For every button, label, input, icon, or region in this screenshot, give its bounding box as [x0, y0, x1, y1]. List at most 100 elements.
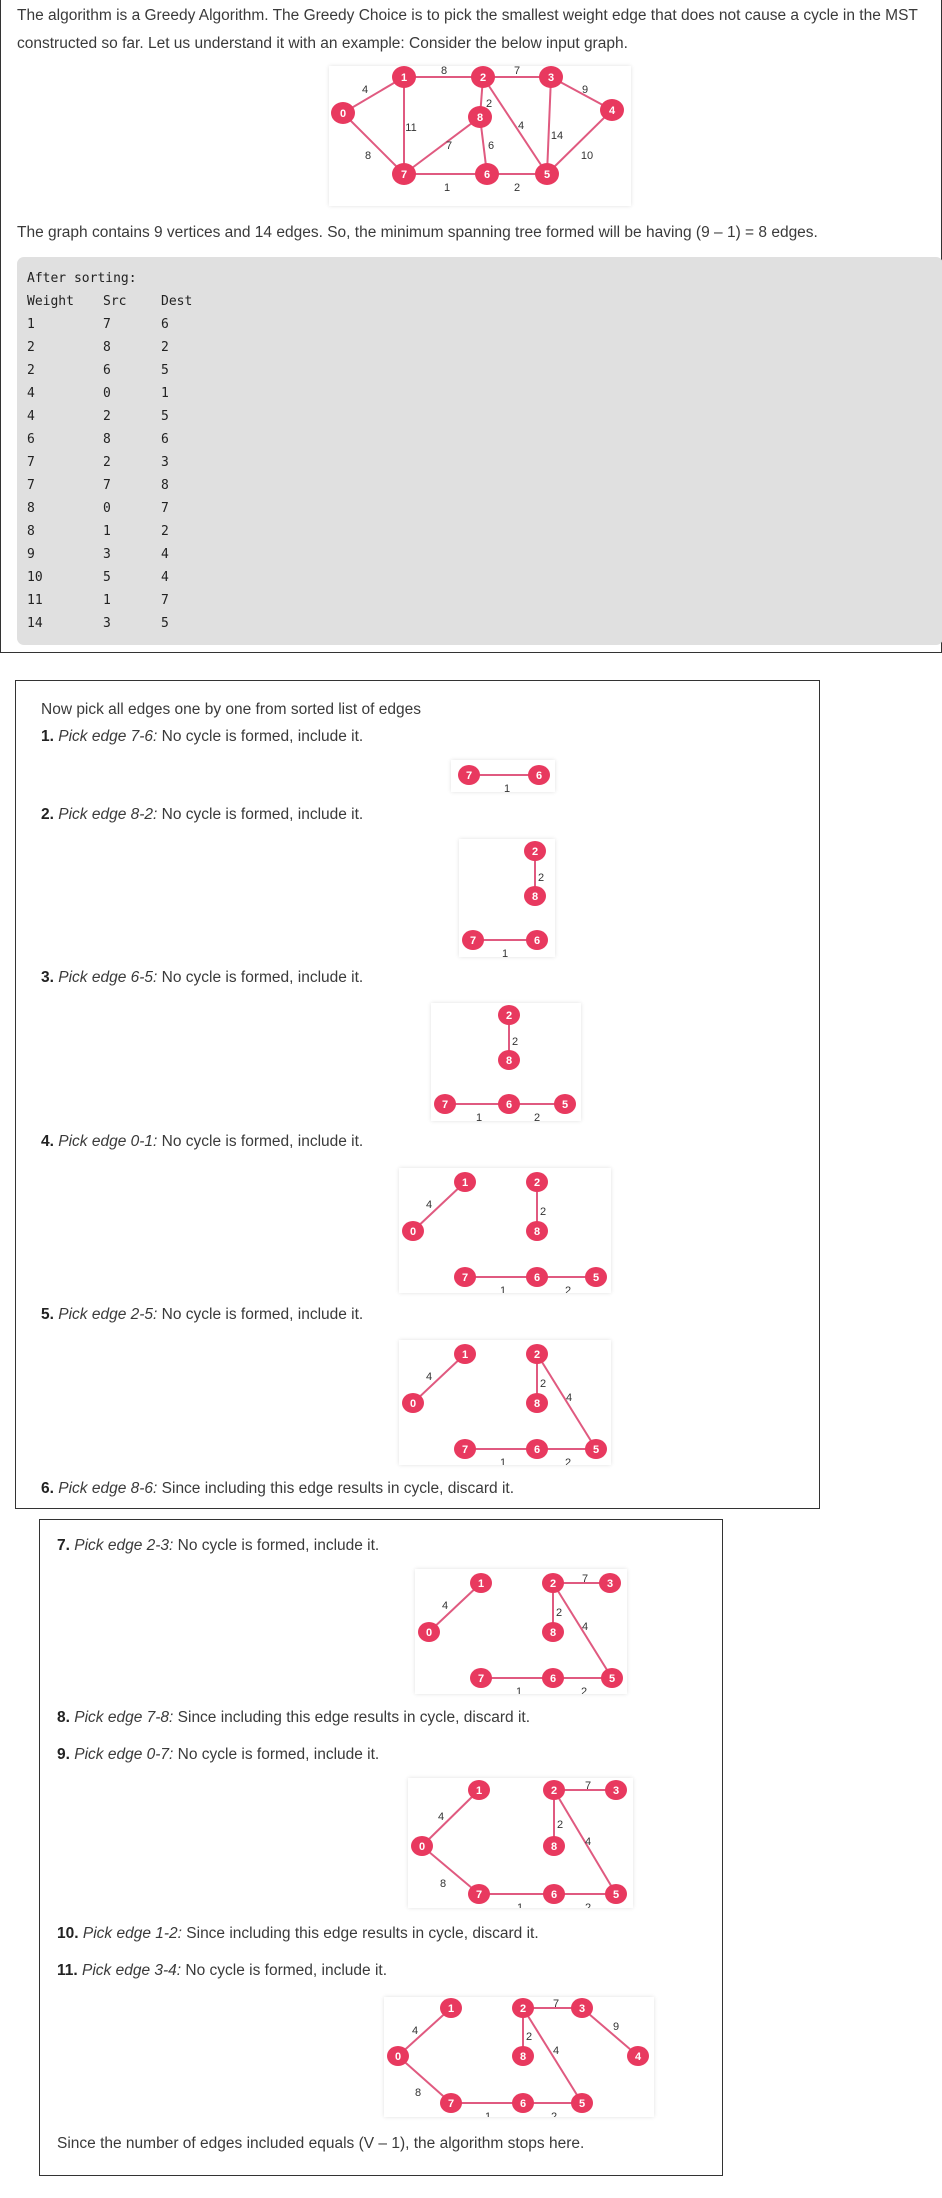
- vertex-label: 0: [395, 2051, 401, 2063]
- row-src: 8: [103, 340, 111, 355]
- vertex-label: 0: [410, 1398, 416, 1410]
- edge-0-1: [421, 1789, 480, 1847]
- vertex-1: [392, 66, 416, 88]
- edge-0-7: [421, 1845, 480, 1895]
- vertex-1: [440, 1998, 462, 2018]
- vertex-label: 1: [478, 1578, 484, 1590]
- edge-0-1: [412, 1353, 466, 1404]
- vertex-label: 1: [462, 1349, 468, 1361]
- edge-2-5: [552, 1582, 613, 1679]
- vertex-label: 7: [466, 770, 472, 782]
- intro-section: The algorithm is a Greedy Algorithm. The…: [0, 0, 942, 653]
- vertex-1: [468, 1780, 490, 1800]
- edge-weight-label: 2: [540, 1206, 546, 1218]
- edge-weight-label: 8: [365, 150, 371, 162]
- edge-0-7: [397, 2055, 452, 2104]
- vertex-2: [512, 1998, 534, 2018]
- vertex-label: 6: [550, 1673, 556, 1685]
- vertex-8: [498, 1050, 520, 1070]
- vertex-0: [402, 1393, 424, 1413]
- vertex-label: 6: [534, 1444, 540, 1456]
- edge-weight-label: 2: [514, 182, 520, 194]
- vertex-label: 3: [613, 1785, 619, 1797]
- graph-summary-text: The graph contains 9 vertices and 14 edg…: [17, 224, 818, 241]
- row-dest: 6: [161, 317, 169, 332]
- row-src: 6: [103, 363, 111, 378]
- vertex-6: [475, 163, 499, 185]
- edge-weight-label: 2: [538, 872, 544, 884]
- vertex-7: [462, 930, 484, 950]
- vertex-label: 1: [462, 1177, 468, 1189]
- edge-weight-label: 8: [441, 66, 447, 77]
- edge-weight-label: 8: [440, 1878, 446, 1890]
- step-edge: Pick edge 7-6:: [58, 728, 158, 745]
- step-edge: Pick edge 7-8:: [74, 1709, 174, 1726]
- row-weight: 14: [27, 616, 43, 631]
- row-weight: 7: [27, 478, 35, 493]
- vertex-label: 8: [534, 1226, 540, 1238]
- vertex-label: 8: [506, 1055, 512, 1067]
- step-2: 2. Pick edge 8-2: No cycle is formed, in…: [41, 801, 363, 829]
- edge-weight-label: 4: [585, 1836, 591, 1848]
- edge-weight-label: 9: [582, 84, 588, 96]
- vertex-label: 8: [534, 1398, 540, 1410]
- step-edge: Pick edge 8-6:: [58, 1480, 158, 1497]
- vertex-label: 7: [401, 169, 407, 181]
- vertex-3: [571, 1998, 593, 2018]
- edge-weight-label: 4: [566, 1392, 572, 1404]
- vertex-label: 8: [532, 891, 538, 903]
- step-5: 5. Pick edge 2-5: No cycle is formed, in…: [41, 1301, 363, 1329]
- row-src: 1: [103, 524, 111, 539]
- vertex-5: [571, 2093, 593, 2113]
- vertex-label: 1: [401, 72, 407, 84]
- vertex-0: [402, 1221, 424, 1241]
- step-edge: Pick edge 3-4:: [82, 1962, 182, 1979]
- vertex-label: 6: [520, 2098, 526, 2110]
- step-result: No cycle is formed, include it.: [185, 1962, 387, 1979]
- row-src: 0: [103, 501, 111, 516]
- row-dest: 6: [161, 432, 169, 447]
- step-9: 9. Pick edge 0-7: No cycle is formed, in…: [57, 1741, 379, 1769]
- row-src: 3: [103, 616, 111, 631]
- row-dest: 4: [161, 547, 169, 562]
- edge-weight-label: 4: [426, 1199, 432, 1211]
- edge-weight-label: 1: [517, 1902, 523, 1908]
- edge-weight-label: 2: [551, 2111, 557, 2117]
- vertex-label: 7: [442, 1099, 448, 1111]
- vertex-7: [470, 1668, 492, 1688]
- vertex-label: 5: [593, 1272, 599, 1284]
- vertex-label: 2: [551, 1785, 557, 1797]
- step-1: 1. Pick edge 7-6: No cycle is formed, in…: [41, 723, 363, 751]
- vertex-label: 8: [477, 112, 483, 124]
- edge-weight-label: 1: [500, 1457, 506, 1465]
- vertex-label: 2: [532, 846, 538, 858]
- vertex-4: [627, 2046, 649, 2066]
- vertex-2: [471, 66, 495, 88]
- vertex-2: [543, 1780, 565, 1800]
- header-src: Src: [103, 294, 127, 309]
- edge-weight-label: 2: [526, 2031, 532, 2043]
- vertex-6: [512, 2093, 534, 2113]
- edge-3-4: [581, 2007, 639, 2057]
- edge-4-5: [546, 109, 613, 175]
- row-dest: 5: [161, 409, 169, 424]
- vertex-label: 7: [470, 935, 476, 947]
- vertex-0: [411, 1836, 433, 1856]
- edge-weight-label: 2: [585, 1902, 591, 1908]
- row-src: 7: [103, 478, 111, 493]
